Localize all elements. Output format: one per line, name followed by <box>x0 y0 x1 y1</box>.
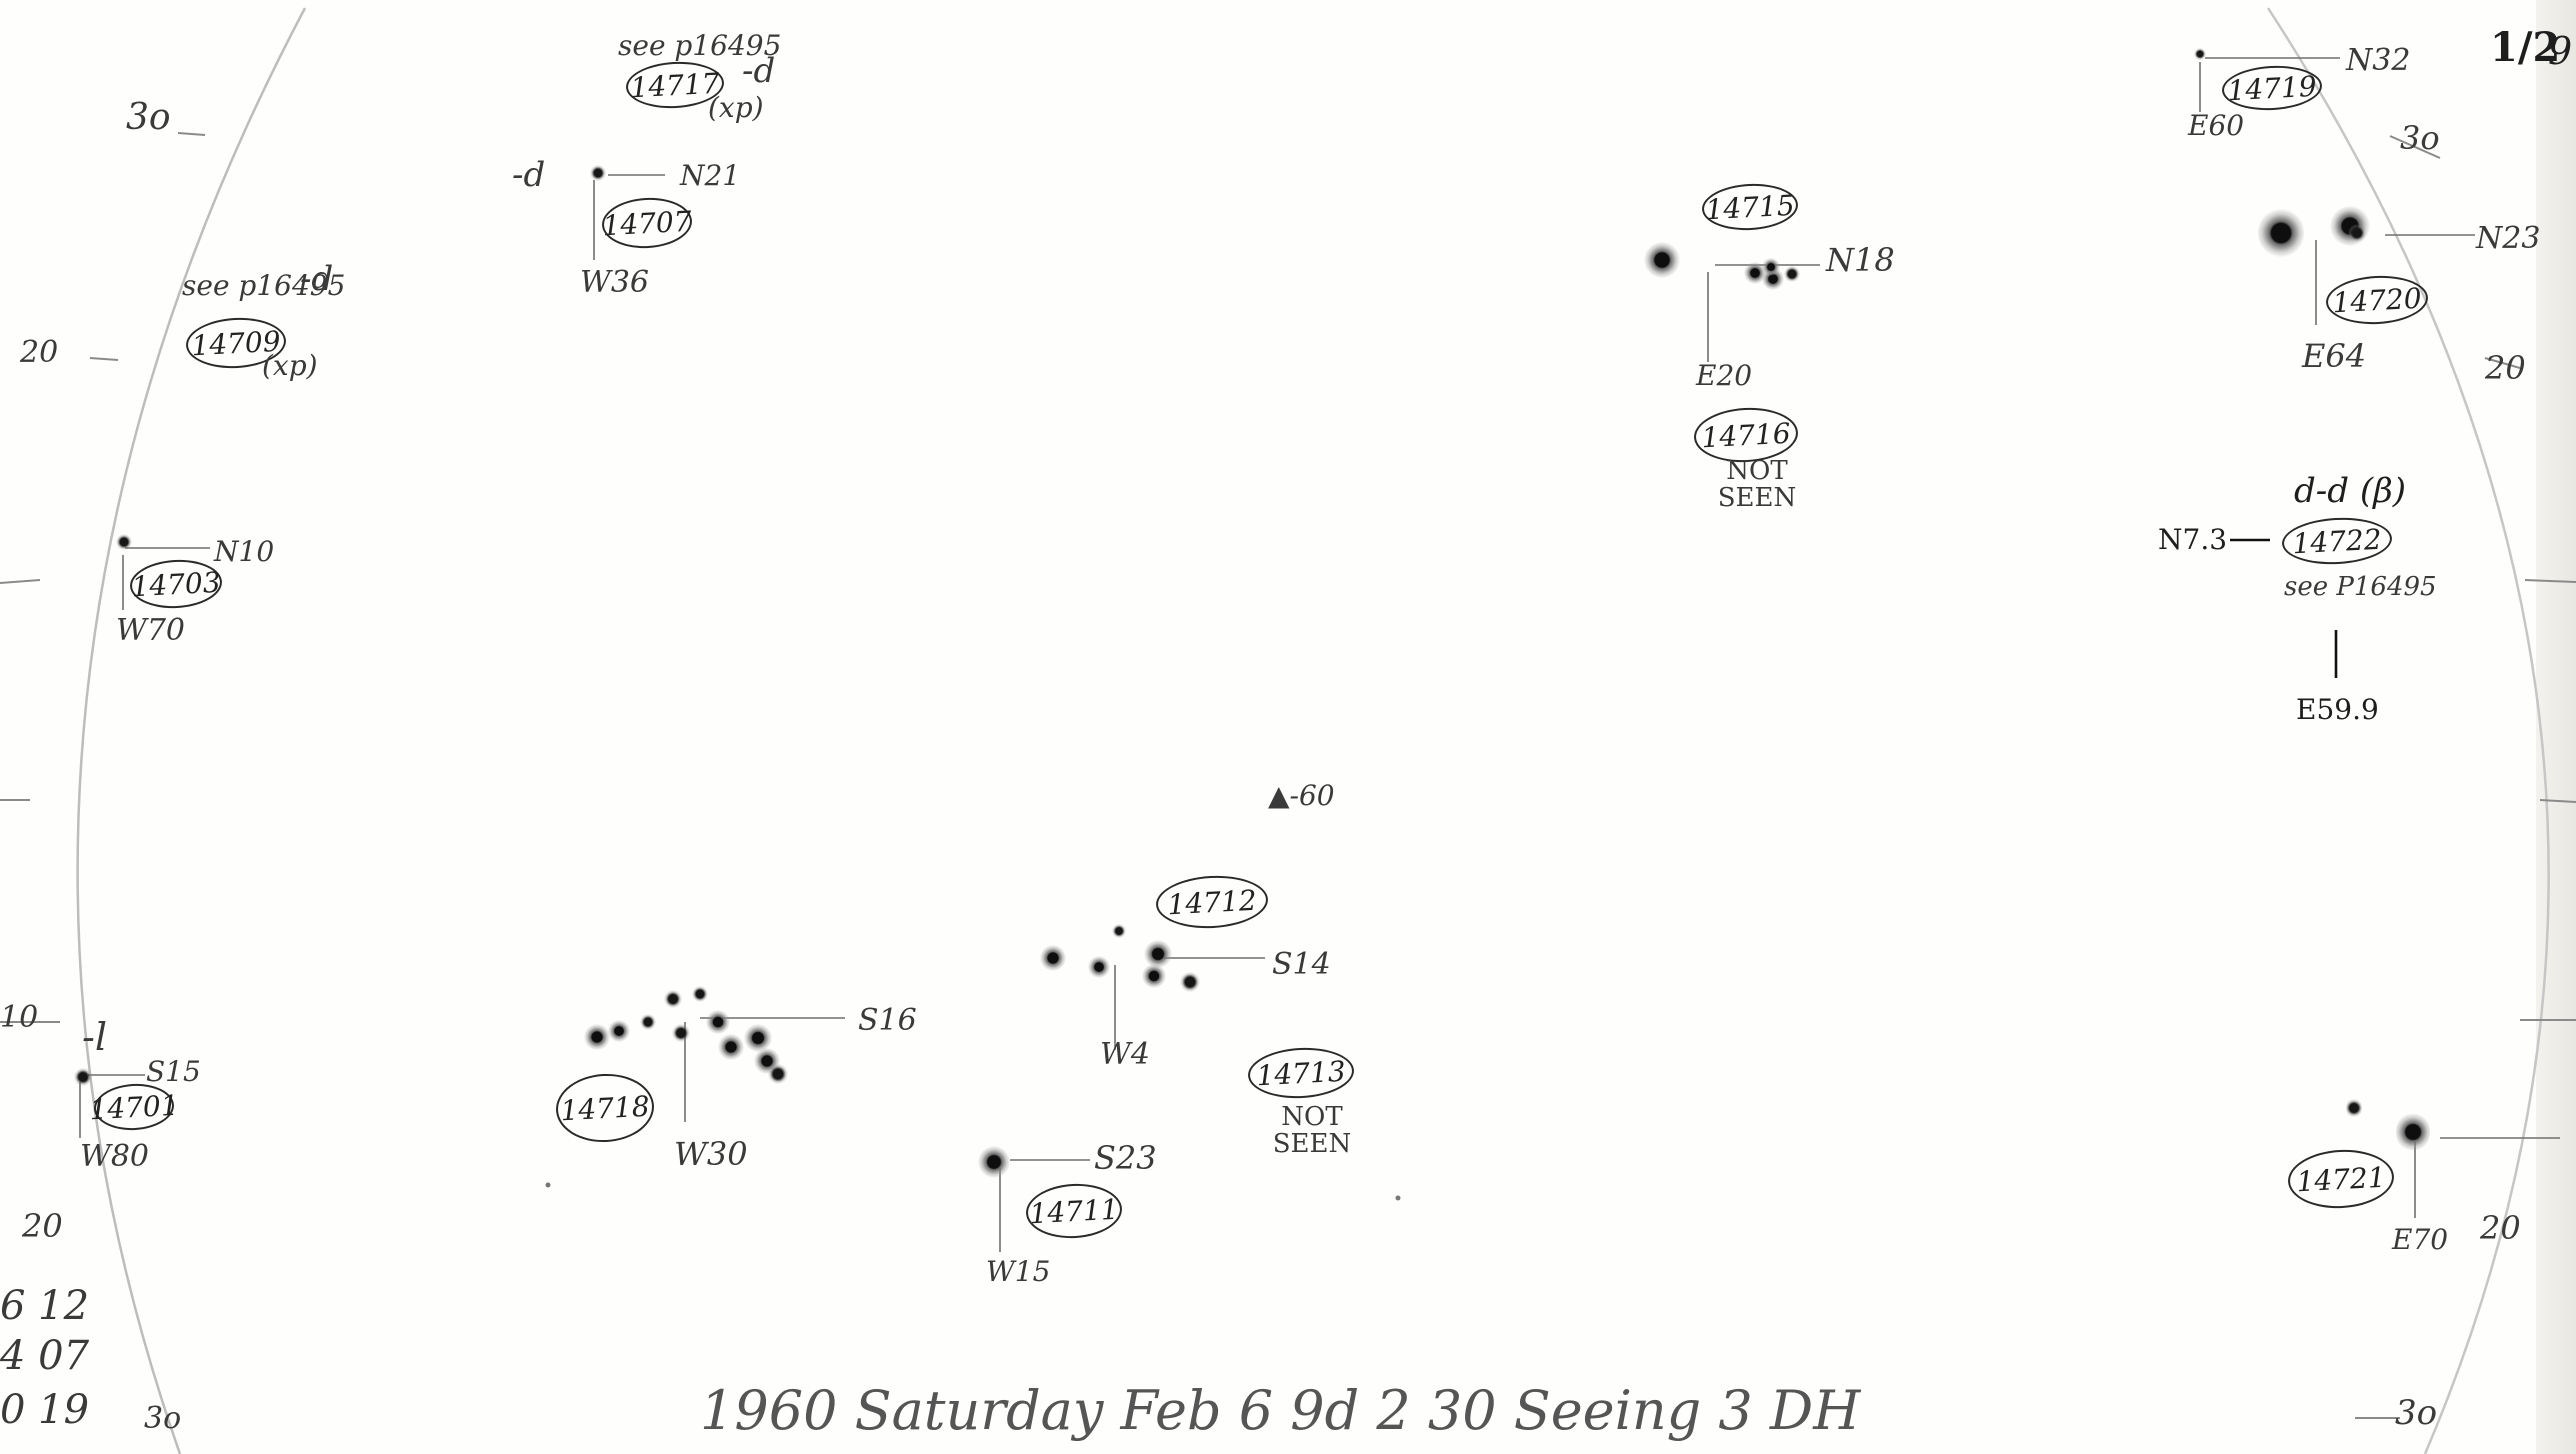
rim-label-right-4: 3o <box>2395 1393 2438 1433</box>
type-14709: -d <box>300 259 334 299</box>
sunspot <box>692 986 708 1002</box>
sunspot <box>2396 1112 2430 1152</box>
lat-14715: N18 <box>1826 241 1895 279</box>
note-14717: (xp) <box>708 91 764 124</box>
sunspot <box>1744 262 1766 284</box>
long-14712: W4 <box>1100 1037 1150 1072</box>
lat-14718: S16 <box>858 1003 917 1038</box>
sunspot <box>74 1068 92 1086</box>
sunspot <box>706 1010 730 1034</box>
status-14716: NOT SEEN <box>1717 456 1797 514</box>
sunspot <box>1142 964 1166 988</box>
corner-number-1: 6 12 <box>0 1283 90 1329</box>
lat-14720: N23 <box>2476 221 2541 256</box>
lat-14722: N7.3 <box>2158 523 2228 556</box>
sunspot <box>116 534 132 550</box>
sunspot <box>1144 940 1172 968</box>
page-corner-mark: 9 <box>2548 29 2573 73</box>
long-14720: E64 <box>2302 337 2367 375</box>
lat-14701: S15 <box>146 1055 201 1088</box>
observation-note: 1960 Saturday Feb 6 9d 2 30 Seeing 3 DH <box>700 1379 1861 1442</box>
long-14715: E20 <box>1696 359 1753 392</box>
ref-14722: see P16495 <box>2284 572 2437 602</box>
lat-14711: S23 <box>1094 1139 1157 1177</box>
sunspot <box>2346 1098 2362 1118</box>
sunspot <box>640 1014 656 1030</box>
long-14707: W36 <box>580 265 650 300</box>
long-14722: E59.9 <box>2296 693 2379 726</box>
sunspot <box>1784 266 1800 282</box>
sunspot <box>1112 924 1126 938</box>
rim-label-right-3: 20 <box>2480 1209 2521 1247</box>
sunspot <box>1040 945 1066 971</box>
sunspot <box>672 1024 690 1042</box>
marker-triangle: ▲-60 <box>1268 779 1335 812</box>
note-14709: (xp) <box>262 349 318 382</box>
type-14701: -l <box>82 1015 107 1059</box>
rim-label-left-1: 3o <box>126 97 171 138</box>
long-14721: E70 <box>2392 1223 2449 1256</box>
long-14711: W15 <box>986 1255 1051 1288</box>
sunspot <box>978 1146 1010 1178</box>
rim-label-left-4: 20 <box>22 1207 63 1245</box>
corner-number-2: 4 07 <box>0 1333 90 1379</box>
type-14707: -d <box>512 155 546 195</box>
sunspot <box>1180 972 1200 992</box>
ref-14709: see p16495 <box>182 269 346 302</box>
sunspot <box>1762 258 1780 276</box>
sunspot <box>2348 224 2366 242</box>
sunspot <box>718 1034 744 1060</box>
lat-14719: N32 <box>2346 43 2411 78</box>
page-number: 1/2 <box>2490 24 2561 71</box>
long-14701: W80 <box>80 1139 150 1174</box>
type-14717: -d <box>742 51 776 91</box>
corner-number-3: 0 19 <box>0 1387 90 1433</box>
sunspot <box>2194 48 2206 60</box>
sunspot <box>608 1020 630 1042</box>
lat-14712: S14 <box>1272 947 1331 982</box>
sunspot <box>1088 956 1110 978</box>
rim-label-left-2: 20 <box>20 335 59 370</box>
sunspot <box>584 1024 610 1050</box>
sunspot <box>664 990 682 1008</box>
long-14703: W70 <box>116 613 186 648</box>
lat-14707: N21 <box>680 159 741 192</box>
rim-label-right-1: 3o <box>2400 119 2440 157</box>
lat-14703: N10 <box>214 535 275 568</box>
long-14719: E60 <box>2188 109 2245 142</box>
sunspot <box>768 1064 788 1084</box>
long-14718: W30 <box>674 1135 748 1173</box>
ref-14717: see p16495 <box>618 29 782 62</box>
type-14722: d-d (β) <box>2294 471 2407 511</box>
rim-label-right-2: 20 <box>2485 349 2526 387</box>
paper-edge <box>2536 0 2576 1454</box>
rim-label-left-3: 10 <box>0 1000 39 1035</box>
status-14713: NOT SEEN <box>1272 1102 1352 1160</box>
sunspot <box>590 165 606 181</box>
sunspot <box>1644 242 1680 278</box>
sunspot <box>744 1024 772 1052</box>
sunspot <box>2258 208 2304 258</box>
rim-label-left-5: 3o <box>144 1401 182 1436</box>
